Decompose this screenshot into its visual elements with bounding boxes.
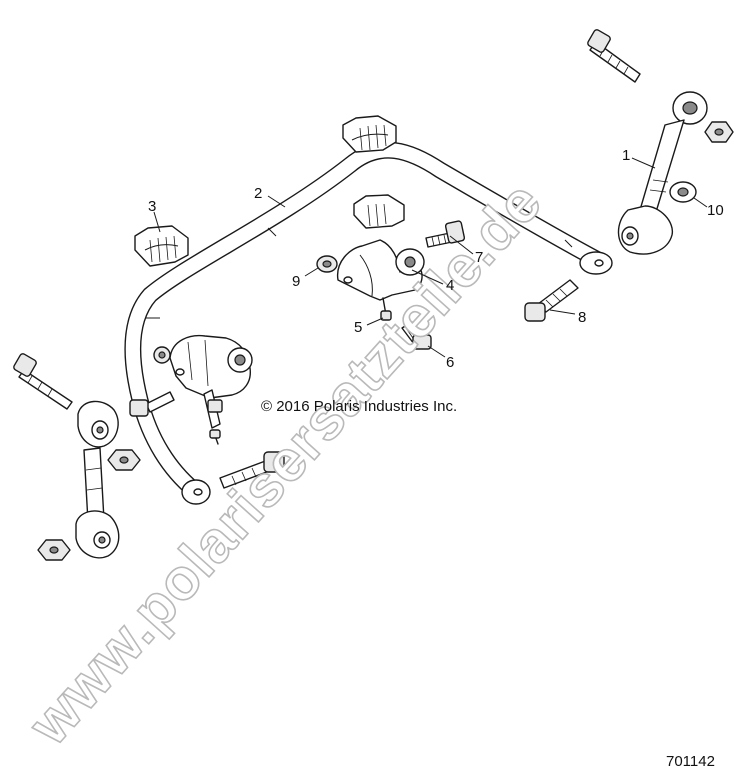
bolt-8 (524, 279, 579, 322)
nut-link-left (107, 449, 141, 471)
bushing-mid (353, 194, 405, 229)
screw-left (203, 389, 223, 445)
bolt-6 (401, 321, 432, 350)
callout-2: 2 (254, 185, 262, 202)
callout-4: 4 (446, 277, 454, 294)
copyright-notice: © 2016 Polaris Industries Inc. (261, 398, 457, 415)
callout-6: 6 (446, 354, 454, 371)
document-number: 701142 (666, 753, 715, 770)
callout-7: 7 (475, 249, 483, 266)
callout-3: 3 (148, 198, 156, 215)
nut-9 (316, 255, 338, 273)
leader-lines (153, 157, 708, 358)
bracket-left (169, 334, 253, 399)
callout-8: 8 (578, 309, 586, 326)
link-left (13, 353, 120, 559)
callout-10: 10 (707, 202, 724, 219)
washer-10 (669, 181, 697, 203)
bracket-4 (336, 239, 425, 321)
bolt-left-long (219, 451, 285, 489)
bushing-3 (134, 225, 189, 267)
callout-9: 9 (292, 273, 300, 290)
nut-left-top (153, 346, 171, 364)
nut-bottom-left (37, 539, 71, 561)
bushing-top (342, 115, 397, 153)
bolt-left-short (129, 391, 175, 417)
callout-5: 5 (354, 319, 362, 336)
link-1 (587, 29, 708, 255)
nut-right (704, 121, 734, 143)
callout-1: 1 (622, 147, 630, 164)
